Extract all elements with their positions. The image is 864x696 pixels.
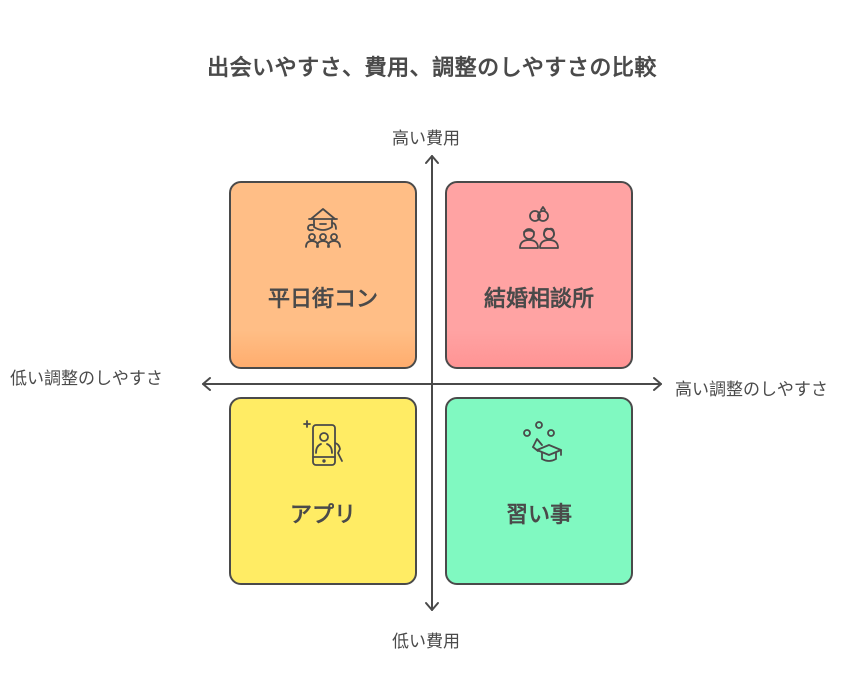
graduation-cap-icon <box>523 421 562 462</box>
quadrant-marriage-agency: 結婚相談所 <box>445 181 633 369</box>
quadrant-label: 習い事 <box>505 503 572 528</box>
couple-rings-icon <box>519 206 559 249</box>
quadrant-lessons: 習い事 <box>445 397 633 585</box>
quadrant-label: 平日街コン <box>267 287 378 312</box>
diagram-title: 出会いやすさ、費用、調整のしやすさの比較 <box>207 56 657 81</box>
group-event-icon <box>305 208 341 248</box>
quadrant-label: アプリ <box>289 503 356 528</box>
quadrant-app: アプリ <box>229 397 417 585</box>
axis-label-high-ease: 高い調整のしやすさ <box>675 380 828 400</box>
axis-label-low-ease: 低い調整のしやすさ <box>10 369 163 389</box>
axis-label-high-cost: 高い費用 <box>392 129 460 149</box>
smartphone-profile-icon <box>303 420 343 466</box>
quadrant-label: 結婚相談所 <box>483 287 594 312</box>
quadrant-weekday-machikon: 平日街コン <box>229 181 417 369</box>
axis-label-low-cost: 低い費用 <box>392 632 460 652</box>
